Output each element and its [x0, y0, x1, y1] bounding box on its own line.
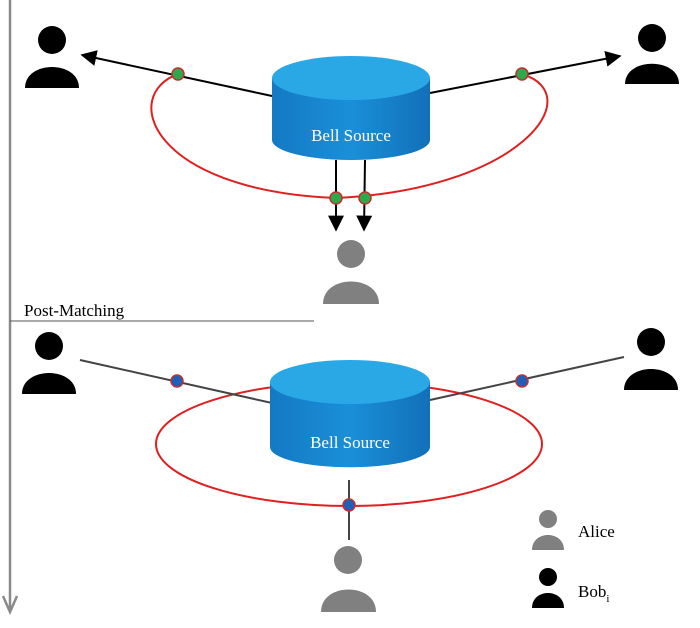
top-panel: Bell Source — [25, 24, 679, 304]
time-axis — [1, 0, 19, 616]
legend-bob-subscript: i — [606, 593, 609, 605]
top-node-bottom-right — [358, 191, 372, 205]
bottom-bob-left-person-icon — [22, 332, 76, 394]
top-source-label: Bell Source — [311, 126, 391, 145]
post-matching-separator: Post-Matching — [10, 301, 314, 322]
top-bob-left-person-icon — [25, 26, 79, 88]
bottom-panel: Bell Source — [22, 328, 678, 612]
bottom-bob-right-person-icon — [624, 328, 678, 390]
legend-alice-icon — [532, 510, 564, 550]
post-matching-label: Post-Matching — [24, 301, 125, 320]
bottom-source-label: Bell Source — [310, 433, 390, 452]
top-node-bottom-left — [329, 191, 343, 205]
top-bob-right-person-icon — [625, 24, 679, 84]
top-node-right — [515, 67, 529, 81]
top-node-left — [171, 67, 185, 81]
bottom-alice-person-icon — [321, 546, 376, 612]
top-bell-source: Bell Source — [272, 56, 430, 160]
top-alice-person-icon — [323, 240, 379, 304]
legend-bob-label: Bobi — [578, 582, 609, 605]
legend: Alice Bobi — [532, 510, 615, 608]
legend-alice-label: Alice — [578, 522, 615, 541]
bottom-node-bottom — [342, 498, 356, 512]
legend-bob-name: Bob — [578, 582, 606, 601]
legend-bob-icon — [532, 568, 564, 608]
bottom-node-left — [170, 374, 184, 388]
bottom-node-right — [515, 374, 529, 388]
bottom-bell-source: Bell Source — [270, 360, 430, 468]
